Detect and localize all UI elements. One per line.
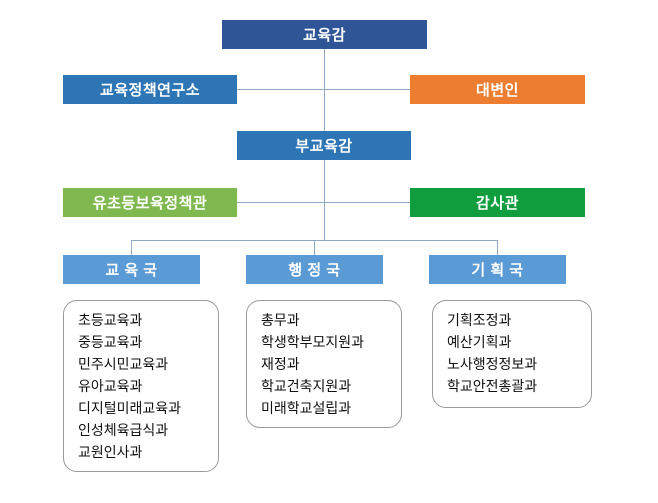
admin-bureau-dept-list: 총무과 학생학부모지원과 재정과 학교건축지원과 미래학교설립과 — [246, 300, 402, 428]
node-policy-institute-label: 교육정책연구소 — [99, 82, 201, 99]
node-policy-institute: 교육정책연구소 — [63, 75, 237, 104]
connector-line — [324, 160, 325, 240]
node-spokesperson-label: 대변인 — [476, 82, 519, 99]
dept-list-item: 학생학부모지원과 — [261, 334, 365, 350]
node-superintendent-label: 교육감 — [303, 27, 346, 44]
dept-list-item: 재정과 — [261, 356, 300, 372]
connector-line — [497, 240, 498, 255]
dept-list-item: 민주시민교육과 — [78, 356, 169, 372]
node-planning-bureau: 기 획 국 — [429, 255, 566, 284]
planning-bureau-dept-list: 기획조정과 예산기획과 노사행정정보과 학교안전총괄과 — [432, 300, 592, 408]
node-education-bureau: 교 육 국 — [63, 255, 200, 284]
education-bureau-dept-list: 초등교육과 중등교육과 민주시민교육과 유아교육과 디지털미래교육과 인성체육급… — [63, 300, 219, 472]
node-education-bureau-label: 교 육 국 — [105, 262, 158, 279]
dept-list-item: 디지털미래교육과 — [78, 400, 182, 416]
connector-line — [237, 89, 410, 90]
dept-list-item: 학교안전총괄과 — [447, 378, 538, 394]
dept-list-item: 중등교육과 — [78, 334, 143, 350]
connector-line — [314, 240, 315, 255]
dept-list-item: 인성체육급식과 — [78, 422, 169, 438]
node-admin-bureau-label: 행 정 국 — [288, 262, 341, 279]
dept-list-item: 학교건축지원과 — [261, 378, 352, 394]
dept-list-item: 노사행정정보과 — [447, 356, 538, 372]
dept-list-item: 예산기획과 — [447, 334, 512, 350]
node-spokesperson: 대변인 — [410, 75, 585, 104]
node-auditor: 감사관 — [410, 188, 585, 217]
node-deputy-superintendent-label: 부교육감 — [295, 138, 353, 155]
node-planning-bureau-label: 기 획 국 — [471, 262, 524, 279]
node-auditor-label: 감사관 — [476, 195, 519, 212]
dept-list-item: 기획조정과 — [447, 312, 512, 328]
dept-list-item: 미래학교설립과 — [261, 400, 352, 416]
node-deputy-superintendent: 부교육감 — [237, 131, 411, 160]
node-superintendent: 교육감 — [222, 20, 427, 49]
connector-line — [237, 202, 410, 203]
node-early-childhood-policy-label: 유초등보육정책관 — [92, 195, 208, 212]
dept-list-item: 유아교육과 — [78, 378, 143, 394]
dept-list-item: 초등교육과 — [78, 312, 143, 328]
node-early-childhood-policy: 유초등보육정책관 — [63, 188, 237, 217]
connector-line — [131, 240, 132, 255]
connector-line — [324, 49, 325, 131]
node-admin-bureau: 행 정 국 — [246, 255, 383, 284]
dept-list-item: 교원인사과 — [78, 444, 143, 460]
dept-list-item: 총무과 — [261, 312, 300, 328]
